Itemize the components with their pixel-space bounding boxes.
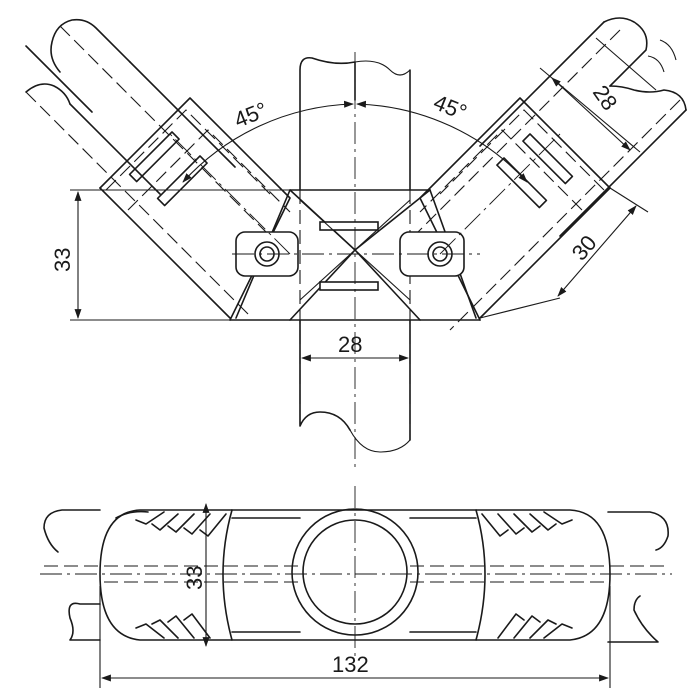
side-view: 33 132: [40, 486, 672, 688]
height-label-side: 33: [182, 566, 207, 590]
left-sleeve-teeth: [115, 510, 227, 639]
sleeve-length-dimension: 30: [479, 187, 649, 319]
height-dimension-side: 33: [182, 503, 210, 647]
pipe-width-dimension-bottom: 28: [301, 332, 409, 362]
pipe-width-label-bottom: 28: [338, 332, 362, 357]
height-dimension-top: 33: [50, 189, 290, 321]
top-view: 45° 45° 33 28 28 30: [25, 17, 687, 470]
side-body-outline: [99, 509, 611, 641]
sleeve-length-label: 30: [567, 230, 602, 265]
overall-length-dimension: 132: [99, 586, 611, 688]
overall-length-label: 132: [332, 652, 369, 677]
center-pipe-inner: [302, 519, 408, 625]
left-pipe-end-bottom: [68, 602, 101, 641]
left-pipe-end-top: [43, 509, 101, 553]
angle-label-left: 45°: [231, 97, 271, 133]
right-pipe-end-bottom: [607, 595, 659, 643]
right-sleeve-teeth: [481, 511, 573, 639]
left-diagonal-pipe: [25, 18, 291, 317]
height-label-top: 33: [50, 248, 75, 272]
right-pipe-end-top: [607, 511, 669, 551]
